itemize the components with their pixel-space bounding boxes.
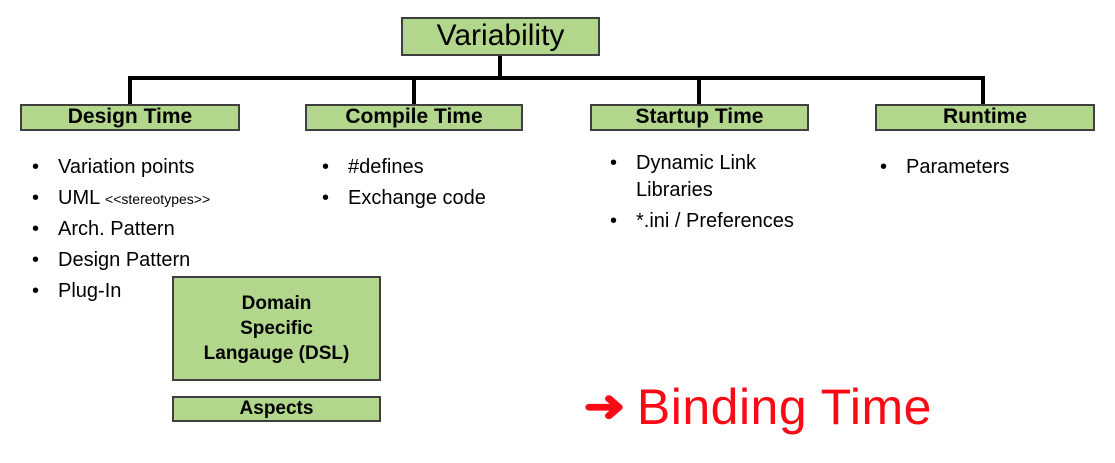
list-item: • *.ini / Preferences — [610, 208, 860, 235]
node-dsl-line-3: Langauge (DSL) — [203, 343, 350, 365]
list-item: • Dynamic Link Libraries — [610, 150, 860, 204]
binding-time-label: Binding Time — [636, 379, 932, 435]
node-domain-specific-language[interactable]: Domain Specific Langauge (DSL) — [172, 276, 381, 381]
list-item: • Design Pattern — [32, 247, 282, 274]
list-item-stereotype: <<stereotypes>> — [105, 191, 211, 207]
list-item: • Arch. Pattern — [32, 216, 282, 243]
node-design-time-label: Design Time — [67, 105, 193, 129]
arrow-right-icon: ➜ — [583, 382, 626, 431]
list-item: • UML <<stereotypes>> — [32, 185, 282, 212]
connector-drop-compile-time — [412, 76, 416, 104]
list-item-label: #defines — [348, 156, 424, 178]
list-item: • Variation points — [32, 154, 282, 181]
list-item-label: *.ini / Preferences — [636, 210, 794, 232]
list-item-label: Design Pattern — [58, 249, 191, 271]
node-dsl-line-1: Domain — [241, 292, 312, 314]
node-startup-time[interactable]: Startup Time — [590, 104, 809, 131]
connector-horizontal-bus — [128, 76, 985, 80]
node-compile-time[interactable]: Compile Time — [305, 104, 523, 131]
connector-drop-runtime — [981, 76, 985, 104]
bullet-icon: • — [880, 156, 888, 178]
bullet-icon: • — [32, 249, 40, 271]
list-item-text: UML — [58, 187, 106, 209]
bullet-icon: • — [32, 156, 40, 178]
node-design-time[interactable]: Design Time — [20, 104, 240, 131]
list-item-label: Dynamic Link Libraries — [636, 152, 757, 201]
list-item-label: Variation points — [58, 156, 195, 178]
node-variability[interactable]: Variability — [401, 17, 600, 56]
bullet-list-runtime: • Parameters — [880, 154, 1100, 185]
list-item: • Plug-In — [32, 278, 282, 305]
bullet-icon: • — [32, 187, 40, 209]
list-item: • #defines — [322, 154, 562, 181]
node-aspects[interactable]: Aspects — [172, 396, 381, 422]
list-item-label: Exchange code — [348, 187, 486, 209]
bullet-icon: • — [610, 210, 618, 232]
list-item-label: Plug-In — [58, 280, 122, 302]
list-item-label: Parameters — [906, 156, 1010, 178]
list-item-label: UML <<stereotypes>> — [58, 185, 210, 212]
list-item: • Exchange code — [322, 185, 562, 212]
bullet-list-design-time: • Variation points • UML <<stereotypes>>… — [32, 154, 282, 309]
bullet-icon: • — [610, 152, 618, 174]
list-item: • Parameters — [880, 154, 1100, 181]
bullet-icon: • — [322, 156, 330, 178]
bullet-icon: • — [32, 280, 40, 302]
node-runtime-label: Runtime — [943, 105, 1027, 129]
bullet-list-compile-time: • #defines • Exchange code — [322, 154, 562, 216]
connector-root-stem — [498, 56, 502, 79]
bullet-icon: • — [32, 218, 40, 240]
node-aspects-label: Aspects — [239, 398, 314, 420]
node-compile-time-label: Compile Time — [345, 105, 483, 129]
connector-drop-design-time — [128, 76, 132, 104]
bullet-icon: • — [322, 187, 330, 209]
node-runtime[interactable]: Runtime — [875, 104, 1095, 131]
binding-time-callout: ➜ Binding Time — [583, 379, 932, 435]
bullet-list-startup-time: • Dynamic Link Libraries • *.ini / Prefe… — [610, 150, 860, 239]
node-startup-time-label: Startup Time — [635, 105, 764, 129]
list-item-label: Arch. Pattern — [58, 218, 175, 240]
node-variability-label: Variability — [436, 19, 565, 53]
connector-drop-startup-time — [697, 76, 701, 104]
node-dsl-line-2: Specific — [240, 317, 313, 339]
